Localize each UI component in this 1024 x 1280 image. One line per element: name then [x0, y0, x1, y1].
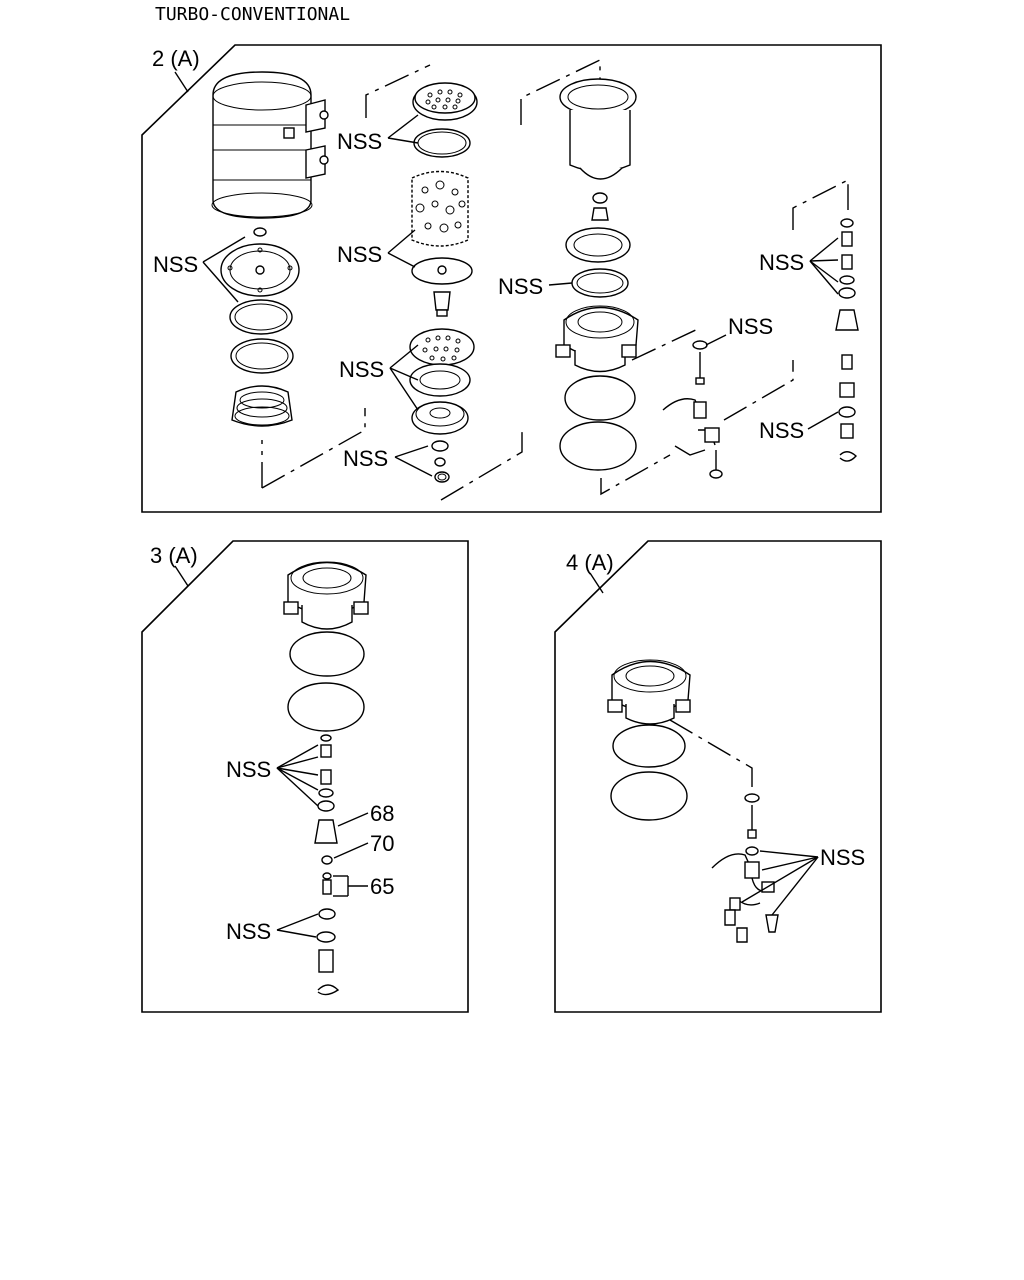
panel-4a-sensor-assembly — [711, 793, 779, 943]
svg-text:NSS: NSS — [226, 757, 271, 782]
nss-callout-9: NSS — [759, 411, 839, 443]
svg-text:NSS: NSS — [498, 274, 543, 299]
filter-element — [411, 170, 473, 317]
svg-text:70: 70 — [370, 831, 394, 856]
callout-68: 68 — [337, 801, 394, 827]
fitting-stack — [835, 218, 859, 462]
diagram-title: TURBO-CONVENTIONAL — [155, 4, 350, 25]
panel-2a: 2 (A) — [141, 44, 882, 513]
panel-3a-nss-callout-1: NSS — [226, 744, 319, 807]
panel-4a: 4 (A) NSS — [554, 540, 882, 1013]
nss-callout-5: NSS — [343, 445, 433, 477]
svg-text:NSS: NSS — [337, 242, 382, 267]
filter-bowl — [559, 78, 637, 221]
panel-4a-label: 4 (A) — [566, 550, 614, 575]
svg-text:NSS: NSS — [343, 446, 388, 471]
panel-2a-label: 2 (A) — [152, 46, 200, 71]
svg-text:NSS: NSS — [759, 418, 804, 443]
callout-65: 65 — [333, 874, 394, 899]
perforated-cap — [412, 82, 478, 158]
panel-3a: 3 (A) NSS — [141, 540, 469, 1013]
panel-3a-fitting-stack — [314, 734, 340, 996]
nss-callout-8: NSS — [759, 237, 839, 295]
callout-70: 70 — [333, 831, 394, 859]
svg-text:68: 68 — [370, 801, 394, 826]
panel-3a-frame — [141, 540, 469, 1013]
panel-2a-frame — [141, 44, 882, 513]
sensor-assembly — [662, 340, 723, 479]
svg-text:NSS: NSS — [337, 129, 382, 154]
svg-text:NSS: NSS — [226, 919, 271, 944]
nss-callout-2: NSS — [337, 114, 419, 154]
panel-4a-nss-callout: NSS — [741, 845, 865, 916]
nss-callout-3: NSS — [337, 229, 416, 268]
nss-callout-7: NSS — [705, 314, 773, 346]
housing-gasket-set — [220, 227, 300, 427]
nss-callout-1: NSS — [153, 236, 246, 303]
svg-text:NSS: NSS — [820, 845, 865, 870]
nss-callout-6: NSS — [498, 274, 573, 299]
svg-text:65: 65 — [370, 874, 394, 899]
panel-3a-nss-callout-2: NSS — [226, 913, 319, 944]
panel-4a-frame — [554, 540, 882, 1013]
svg-text:NSS: NSS — [153, 252, 198, 277]
filter-housing — [211, 71, 329, 219]
nss-callout-4: NSS — [339, 344, 419, 411]
panel-3a-label: 3 (A) — [150, 543, 198, 568]
panel-3a-head-base — [283, 561, 369, 732]
svg-text:NSS: NSS — [728, 314, 773, 339]
filter-head-base — [555, 305, 639, 471]
panel-4a-head-base — [607, 659, 691, 821]
svg-text:NSS: NSS — [339, 357, 384, 382]
valve-plate-set — [409, 328, 475, 435]
bowl-seal-set — [565, 227, 631, 298]
small-seal-set — [431, 440, 450, 483]
svg-text:NSS: NSS — [759, 250, 804, 275]
